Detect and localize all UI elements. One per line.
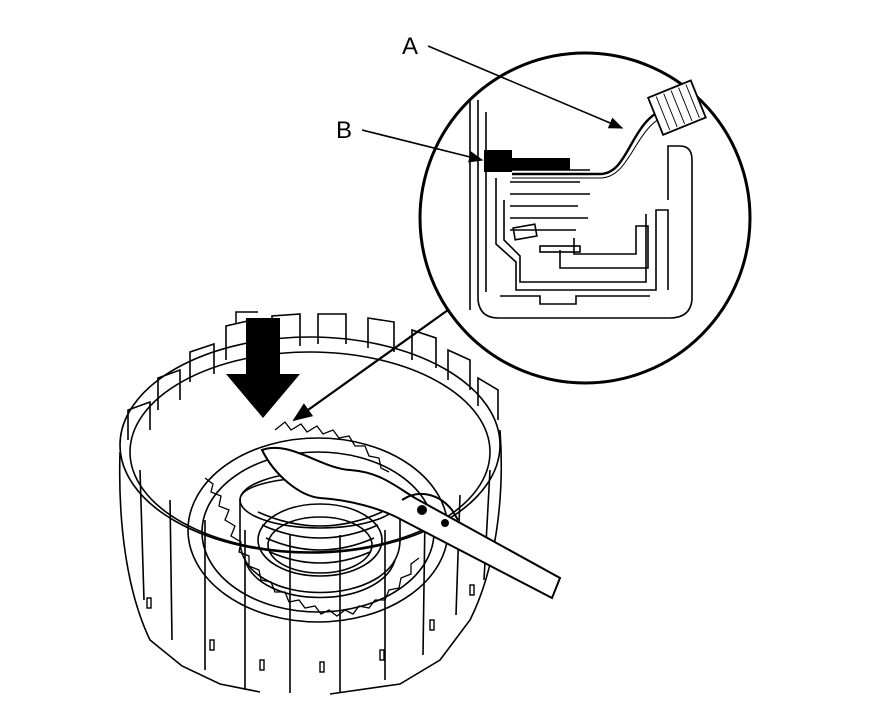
press-down-arrow	[226, 311, 300, 418]
callout-b: B	[336, 117, 484, 163]
detail-view	[418, 51, 752, 385]
drum-rim	[119, 336, 501, 554]
feeler-gauge-handle	[646, 79, 707, 136]
callout-a: A	[402, 33, 624, 129]
plate-teeth	[204, 477, 420, 617]
drum-hub	[239, 471, 401, 599]
detail-leader-arrow	[292, 309, 449, 422]
callout-b-label: B	[336, 117, 352, 144]
snap-ring-tool	[260, 446, 562, 600]
drum-splines	[127, 313, 499, 440]
clutch-drum	[118, 313, 503, 695]
callout-a-label: A	[402, 33, 418, 60]
snap-ring-b	[484, 150, 512, 172]
